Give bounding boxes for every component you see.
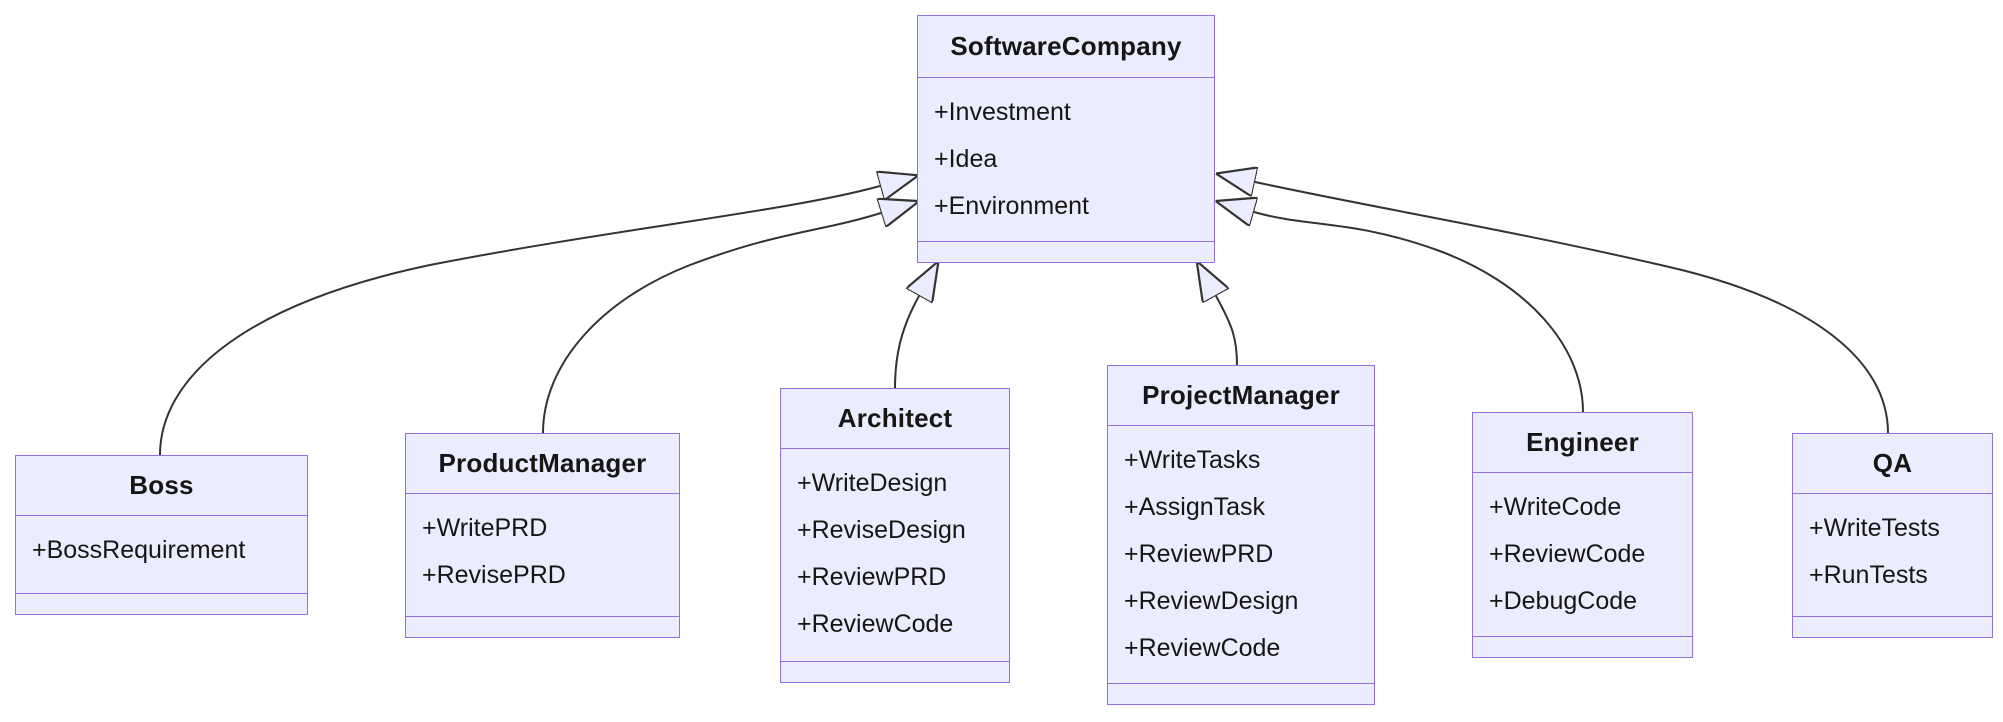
class-title: QA (1793, 434, 1992, 494)
class-engineer: Engineer +WriteCode +ReviewCode +DebugCo… (1472, 412, 1693, 658)
class-members: +WriteCode +ReviewCode +DebugCode (1473, 473, 1692, 636)
class-project-manager: ProjectManager +WriteTasks +AssignTask +… (1107, 365, 1375, 705)
edge-projectmanager-inheritance (1216, 296, 1238, 366)
class-methods-section (16, 593, 307, 614)
class-methods-section (918, 241, 1214, 262)
class-member: +RunTests (1809, 561, 1928, 589)
class-title: ProjectManager (1108, 366, 1374, 426)
class-architect: Architect +WriteDesign +ReviseDesign +Re… (780, 388, 1010, 683)
class-member: +ReviseDesign (797, 516, 966, 544)
class-member: +AssignTask (1124, 493, 1266, 521)
class-member: +WriteTests (1809, 514, 1940, 542)
class-title: Boss (16, 456, 307, 516)
class-boss: Boss +BossRequirement (15, 455, 308, 615)
class-members: +Investment +Idea +Environment (918, 78, 1214, 241)
class-members: +WriteTasks +AssignTask +ReviewPRD +Revi… (1108, 426, 1374, 683)
class-member: +WriteCode (1489, 493, 1622, 521)
class-methods-section (1473, 636, 1692, 657)
class-members: +WriteDesign +ReviseDesign +ReviewPRD +R… (781, 449, 1009, 661)
class-methods-section (406, 616, 679, 637)
edge-productmanager-inheritance (542, 213, 881, 434)
class-member: +ReviewCode (1124, 634, 1281, 662)
class-member: +Environment (934, 192, 1089, 220)
class-member: +ReviewCode (797, 610, 954, 638)
class-member: +Idea (934, 145, 998, 173)
class-member: +RevisePRD (422, 561, 566, 589)
class-members: +BossRequirement (16, 516, 307, 593)
class-member: +BossRequirement (32, 536, 246, 564)
class-members: +WriteTests +RunTests (1793, 494, 1992, 616)
class-software-company: SoftwareCompany +Investment +Idea +Envir… (917, 15, 1215, 263)
class-member: +ReviewCode (1489, 540, 1646, 568)
class-title: Architect (781, 389, 1009, 449)
class-title: SoftwareCompany (918, 16, 1214, 78)
class-member: +WriteTasks (1124, 446, 1261, 474)
class-title: ProductManager (406, 434, 679, 494)
class-methods-section (1108, 683, 1374, 704)
class-member: +WritePRD (422, 514, 548, 542)
class-methods-section (1793, 616, 1992, 637)
edge-qa-inheritance (1255, 182, 1889, 434)
class-member: +ReviewPRD (797, 563, 947, 591)
class-member: +Investment (934, 98, 1071, 126)
edge-architect-inheritance (894, 296, 919, 389)
class-member: +WriteDesign (797, 469, 948, 497)
class-members: +WritePRD +RevisePRD (406, 494, 679, 616)
class-member: +ReviewDesign (1124, 587, 1299, 615)
class-member: +DebugCode (1489, 587, 1638, 615)
edge-engineer-inheritance (1254, 212, 1584, 413)
class-title: Engineer (1473, 413, 1692, 473)
class-methods-section (781, 661, 1009, 682)
edge-boss-inheritance (159, 186, 880, 456)
class-qa: QA +WriteTests +RunTests (1792, 433, 1993, 638)
class-member: +ReviewPRD (1124, 540, 1274, 568)
class-product-manager: ProductManager +WritePRD +RevisePRD (405, 433, 680, 638)
